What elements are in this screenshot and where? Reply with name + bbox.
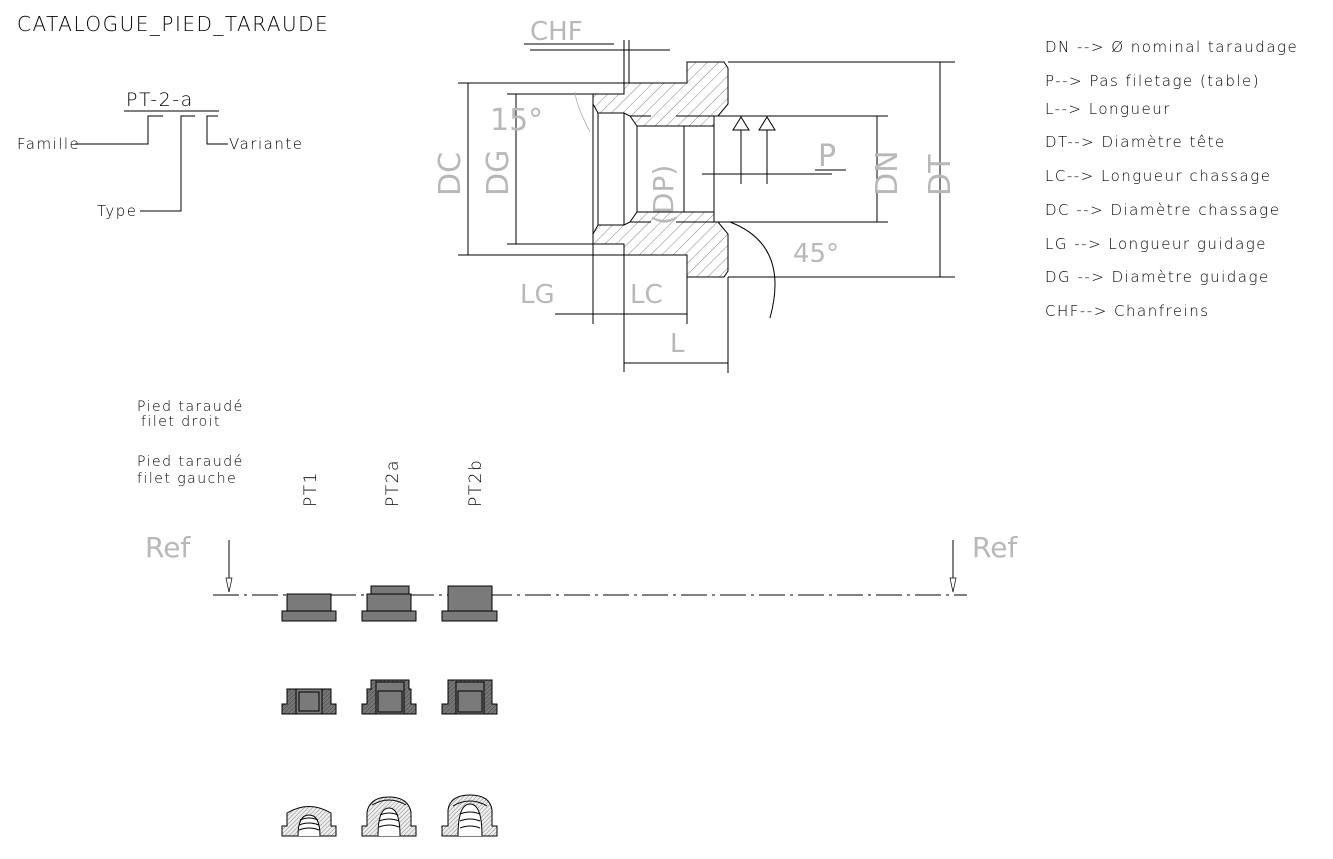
legend-item: LG --> Longueur guidage: [1045, 235, 1267, 253]
legend-item: DG --> Diamètre guidage: [1045, 268, 1270, 286]
p-label: P: [818, 139, 836, 174]
variant-pt1[interactable]: PT1: [301, 471, 321, 507]
row-label-gauche-1: Pied taraudé: [137, 454, 244, 470]
code-breakdown: PT-2-a Famille Type Variante: [17, 89, 303, 220]
part-pt2b-external[interactable]: [441, 585, 498, 622]
part-pt2a-external[interactable]: [361, 585, 417, 622]
part-pt1-section[interactable]: [281, 688, 337, 715]
parts-section-view: [281, 679, 498, 715]
part-pt1-external[interactable]: [281, 593, 337, 622]
l-label: L: [670, 329, 685, 359]
ref-right-label: Ref: [972, 531, 1018, 564]
dn-label: DN: [870, 150, 905, 196]
row-label-gauche-2: filet gauche: [137, 471, 237, 487]
famille-label: Famille: [17, 135, 80, 153]
dp-label: (DP): [647, 165, 680, 225]
legend-item: L--> Longueur: [1045, 100, 1171, 118]
chf-label: CHF: [530, 17, 583, 47]
ref-left-label: Ref: [145, 531, 191, 564]
parts-3d-view: [281, 794, 498, 837]
dg-label: DG: [481, 150, 516, 196]
lc-label: LC: [630, 280, 663, 310]
lg-label: LG: [520, 280, 555, 310]
angle-15-label: 15°: [490, 103, 543, 138]
type-label: Type: [97, 202, 137, 220]
legend-item: DC --> Diamètre chassage: [1045, 201, 1280, 219]
row-label-droit-1: Pied taraudé: [137, 399, 244, 415]
dc-label: DC: [433, 152, 468, 196]
legend-item: CHF--> Chanfreins: [1045, 302, 1210, 320]
legend-item: P--> Pas filetage (table): [1045, 72, 1260, 90]
row-label-droit-2: filet droit: [141, 414, 221, 430]
part-pt2b-section[interactable]: [441, 679, 498, 715]
legend: DN --> Ø nominal taraudage P--> Pas file…: [1045, 38, 1298, 320]
legend-item: DN --> Ø nominal taraudage: [1045, 38, 1298, 56]
catalogue-title: CATALOGUE_PIED_TARAUDE: [17, 12, 329, 36]
variante-label: Variante: [229, 135, 303, 153]
part-pt2b-3d[interactable]: [441, 794, 498, 837]
part-pt1-3d[interactable]: [281, 806, 337, 837]
part-pt2a-section[interactable]: [361, 679, 417, 715]
dt-label: DT: [923, 154, 958, 196]
variant-pt2a[interactable]: PT2a: [383, 459, 403, 507]
angle-45-label: 45°: [793, 239, 839, 269]
parts-external-view: [281, 585, 498, 622]
row-labels: Pied taraudé filet droit Pied taraudé fi…: [137, 399, 244, 487]
code-reference: PT-2-a: [126, 89, 194, 111]
variant-pt2b[interactable]: PT2b: [466, 459, 486, 507]
part-pt2a-3d[interactable]: [361, 796, 417, 837]
legend-item: LC--> Longueur chassage: [1045, 167, 1271, 185]
section-view: (DP) DT DN P DC DG 15° CHF: [433, 17, 958, 373]
legend-item: DT--> Diamètre tête: [1045, 133, 1226, 151]
